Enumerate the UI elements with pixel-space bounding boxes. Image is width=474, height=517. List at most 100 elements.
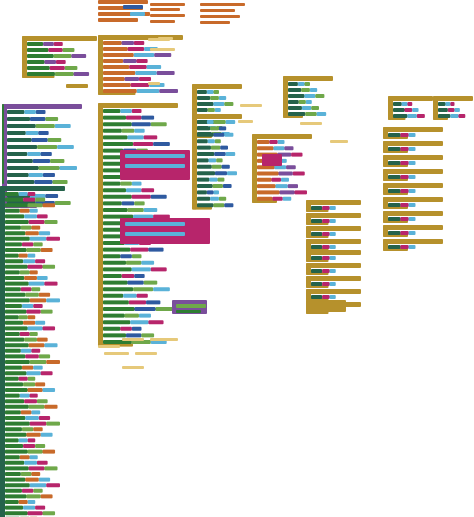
value-block[interactable] — [412, 108, 419, 112]
value-block[interactable] — [212, 184, 223, 188]
value-block[interactable] — [54, 72, 74, 76]
event-block[interactable] — [98, 103, 103, 347]
value-block[interactable] — [304, 94, 316, 98]
statement-block[interactable] — [393, 108, 405, 112]
setter-block[interactable] — [150, 3, 185, 6]
value-block[interactable] — [120, 254, 132, 259]
value-block[interactable] — [20, 225, 32, 230]
value-block[interactable] — [123, 59, 137, 63]
statement-block[interactable] — [197, 164, 212, 169]
event-header[interactable] — [383, 225, 443, 230]
text-block[interactable] — [262, 154, 282, 166]
statement-block[interactable] — [5, 220, 29, 224]
value-block[interactable] — [27, 253, 36, 258]
value-block[interactable] — [315, 94, 325, 98]
comment-note[interactable] — [150, 338, 178, 341]
statement-block[interactable] — [197, 108, 208, 112]
statement-block[interactable] — [5, 343, 29, 348]
value-block[interactable] — [153, 214, 170, 219]
value-block[interactable] — [59, 166, 78, 170]
value-block[interactable] — [210, 96, 219, 100]
value-block[interactable] — [24, 214, 37, 219]
value-block[interactable] — [277, 140, 285, 144]
statement-block[interactable] — [7, 166, 39, 170]
statement-block[interactable] — [257, 140, 270, 144]
value-block[interactable] — [42, 264, 56, 269]
value-block[interactable] — [26, 248, 41, 252]
statement-block[interactable] — [5, 432, 27, 437]
event-footer[interactable] — [192, 206, 212, 210]
event-header[interactable] — [22, 36, 97, 41]
value-block[interactable] — [44, 220, 58, 224]
value-block[interactable] — [25, 477, 39, 482]
statement-block[interactable] — [5, 225, 21, 230]
value-block[interactable] — [18, 315, 28, 320]
value-block[interactable] — [224, 132, 234, 137]
value-block[interactable] — [278, 171, 293, 176]
value-block[interactable] — [26, 432, 41, 437]
statement-block[interactable] — [311, 256, 323, 260]
statement-block[interactable] — [5, 410, 21, 415]
value-block[interactable] — [62, 48, 75, 52]
value-block[interactable] — [125, 260, 142, 265]
value-block[interactable] — [146, 300, 161, 305]
statement-block[interactable] — [5, 371, 27, 376]
value-block[interactable] — [127, 135, 144, 140]
statement-block[interactable] — [5, 326, 28, 331]
statement-block[interactable] — [257, 177, 272, 182]
value-block[interactable] — [21, 488, 34, 493]
value-block[interactable] — [40, 248, 53, 252]
event-header[interactable] — [192, 84, 242, 89]
value-block[interactable] — [25, 292, 39, 297]
statement-block[interactable] — [7, 145, 38, 149]
value-block[interactable] — [25, 131, 39, 135]
event-header[interactable] — [306, 226, 361, 231]
value-block[interactable] — [224, 102, 234, 106]
value-block[interactable] — [38, 292, 51, 297]
value-block[interactable] — [155, 307, 174, 311]
statement-block[interactable] — [438, 108, 448, 112]
value-block[interactable] — [218, 96, 227, 100]
value-block[interactable] — [143, 280, 158, 285]
statement-block[interactable] — [393, 114, 408, 118]
statement-block[interactable] — [257, 190, 280, 195]
event-block[interactable] — [98, 35, 103, 95]
statement-block[interactable] — [197, 190, 207, 195]
statement-block[interactable] — [103, 241, 125, 245]
value-block[interactable] — [297, 82, 305, 86]
value-block[interactable] — [286, 165, 296, 170]
event-block[interactable] — [433, 96, 438, 120]
setter-block[interactable] — [150, 20, 175, 23]
value-block[interactable] — [19, 270, 30, 275]
value-block[interactable] — [54, 124, 71, 128]
event-block[interactable] — [283, 76, 288, 118]
value-block[interactable] — [56, 60, 66, 64]
event-header[interactable] — [433, 96, 473, 101]
value-block[interactable] — [28, 343, 45, 348]
statement-block[interactable] — [197, 96, 211, 100]
value-block[interactable] — [36, 337, 48, 342]
value-block[interactable] — [213, 90, 220, 94]
statement-block[interactable] — [388, 245, 401, 249]
statement-block[interactable] — [311, 232, 323, 236]
value-block[interactable] — [450, 102, 455, 106]
statement-block[interactable] — [103, 254, 121, 259]
value-block[interactable] — [27, 438, 36, 443]
statement-block[interactable] — [103, 77, 125, 81]
value-block[interactable] — [450, 114, 459, 118]
getter-block[interactable] — [125, 164, 185, 168]
statement-block[interactable] — [103, 201, 122, 206]
value-block[interactable] — [292, 171, 305, 176]
value-block[interactable] — [18, 438, 28, 443]
value-block[interactable] — [284, 146, 294, 151]
value-block[interactable] — [329, 269, 336, 273]
value-block[interactable] — [134, 128, 145, 133]
value-block[interactable] — [27, 376, 36, 381]
comment-note[interactable] — [150, 48, 175, 51]
statement-block[interactable] — [103, 267, 132, 272]
statement-block[interactable] — [7, 152, 28, 156]
value-block[interactable] — [130, 320, 149, 325]
value-block[interactable] — [136, 293, 148, 298]
